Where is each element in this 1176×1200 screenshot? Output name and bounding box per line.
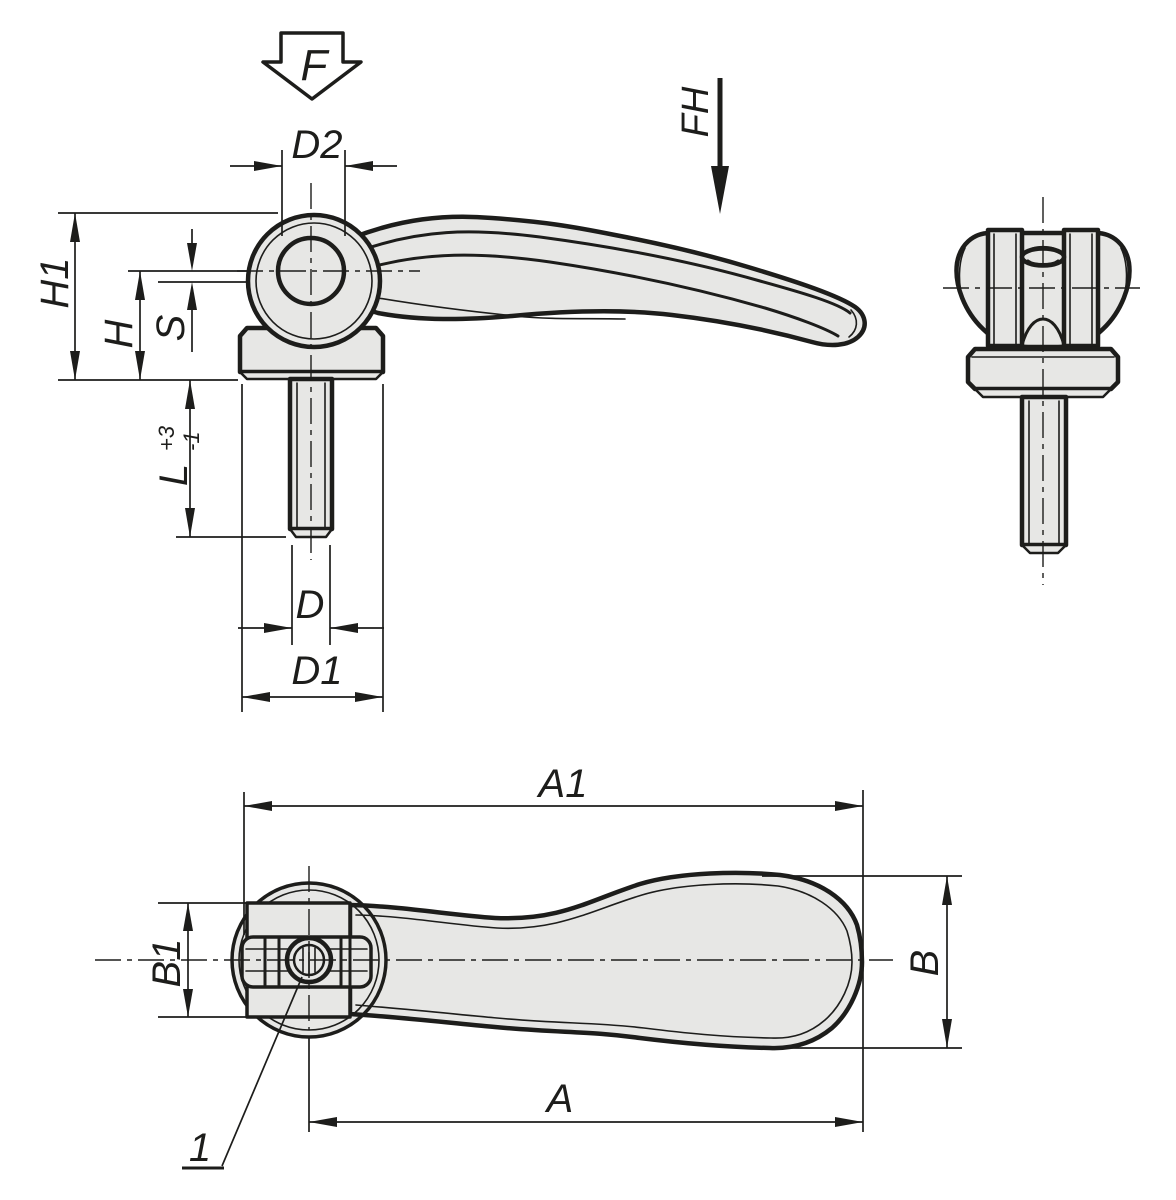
dimension-l-tolerance-upper: +3: [154, 425, 179, 451]
dimension-l-label: L: [152, 464, 196, 486]
leader-line: [221, 976, 303, 1167]
arrowhead: [355, 692, 383, 702]
arrowhead: [185, 380, 195, 409]
dimension-h1: H1: [33, 212, 278, 381]
lever-body-top: [347, 870, 865, 1051]
force-fh: FH: [675, 78, 729, 214]
front-view: [943, 197, 1140, 585]
dimension-d1-label: D1: [291, 649, 342, 693]
dimension-b: B: [762, 875, 962, 1049]
dimension-d1: D1: [241, 384, 384, 712]
arrowhead: [187, 282, 197, 310]
arrowhead: [70, 213, 80, 242]
force-f-label: F: [301, 41, 330, 90]
callout-1-label: 1: [189, 1126, 211, 1170]
lever-handle-side: [349, 214, 867, 348]
arrowhead: [135, 271, 145, 300]
dimension-b-label: B: [903, 950, 947, 977]
dimension-l: L +3 -1: [152, 380, 286, 538]
dimension-d2-label: D2: [291, 123, 342, 167]
arrowhead: [309, 1117, 337, 1127]
top-view: [95, 866, 893, 1051]
dimension-d2: D2: [230, 123, 397, 236]
arrowhead: [942, 1019, 952, 1048]
handle-tip-edge: [848, 309, 858, 338]
dimension-a1-label: A1: [537, 762, 588, 806]
arrowhead: [187, 243, 197, 271]
handle-contour-line: [377, 297, 626, 320]
handle-contour-line: [360, 230, 852, 315]
arrowhead: [835, 801, 863, 811]
dimension-a-label: A: [545, 1077, 574, 1121]
force-f: F: [261, 31, 363, 101]
arrowhead: [835, 1117, 863, 1127]
arrowhead: [345, 161, 373, 171]
dimension-d-label: D: [296, 583, 325, 627]
dimension-h-label: H: [97, 319, 141, 348]
cam-bulge-contour-right: [1120, 247, 1128, 303]
arrowhead: [942, 876, 952, 905]
side-view: [128, 183, 867, 560]
cam-inner-contour-circle: [255, 222, 373, 340]
dimension-l-label-group: L +3 -1: [152, 425, 204, 486]
dimension-b1: B1: [145, 902, 247, 1018]
dimension-s-label: S: [149, 314, 193, 341]
lever-body-top-contour: [355, 883, 853, 1039]
dimension-a: A: [308, 1036, 863, 1132]
arrowhead: [254, 161, 282, 171]
handle-contour-line: [366, 253, 840, 338]
arrowhead: [242, 692, 270, 702]
callout-1: 1: [182, 976, 303, 1170]
dimension-h1-label: H1: [33, 257, 77, 308]
dimension-h: H: [97, 271, 145, 380]
arrowhead: [183, 903, 193, 931]
arrowhead: [70, 351, 80, 380]
force-fh-label: FH: [675, 86, 717, 137]
force-f-arrow-icon: [261, 31, 363, 101]
arrowhead: [185, 508, 195, 537]
stud-front-tip: [1020, 543, 1068, 555]
dimension-d: D: [238, 545, 384, 645]
force-fh-arrow-head-icon: [711, 166, 729, 214]
dimension-a1: A1: [243, 762, 864, 1132]
dimension-l-tolerance-lower: -1: [179, 431, 204, 451]
arrowhead: [264, 623, 292, 633]
arrowhead: [183, 989, 193, 1017]
arrowhead: [135, 351, 145, 380]
cam-bulge-contour-left: [958, 247, 966, 303]
dimension-b1-label: B1: [145, 939, 189, 988]
arrowhead: [330, 623, 358, 633]
dimension-s: S: [149, 229, 197, 352]
arrowhead: [244, 801, 272, 811]
